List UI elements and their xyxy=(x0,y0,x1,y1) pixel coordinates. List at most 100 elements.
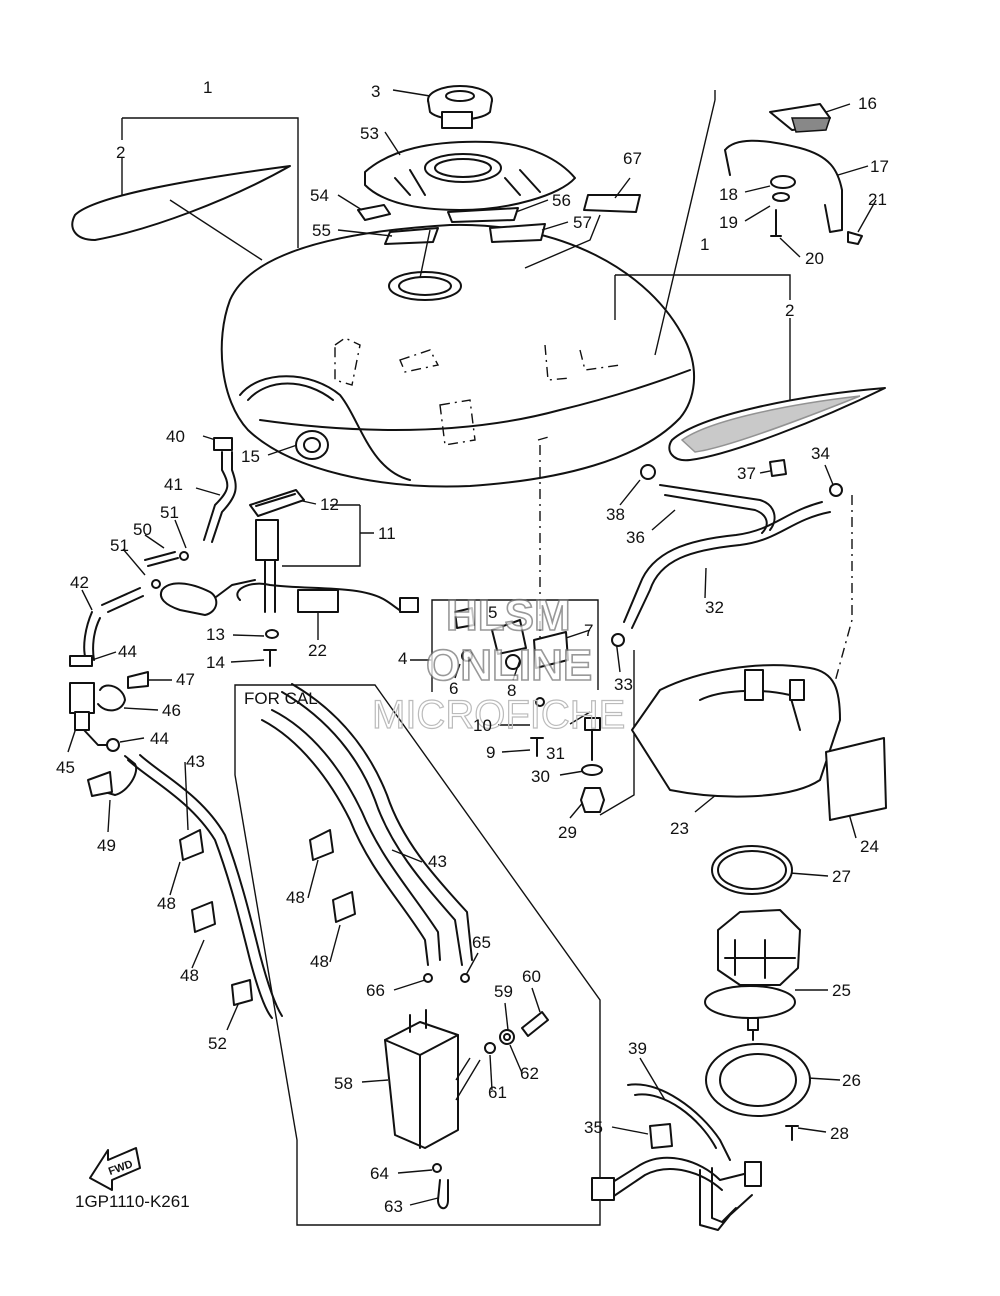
callout-51a: 51 xyxy=(160,503,179,522)
callout-5: 5 xyxy=(488,603,497,622)
callout-46: 46 xyxy=(162,701,181,720)
callout-4: 4 xyxy=(398,649,407,668)
callout-19: 19 xyxy=(719,213,738,232)
callout-67: 67 xyxy=(623,149,642,168)
callout-42: 42 xyxy=(70,573,89,592)
sub-tank xyxy=(631,664,887,895)
callout-66: 66 xyxy=(366,981,385,1000)
callout-14: 14 xyxy=(206,653,225,672)
callout-40: 40 xyxy=(166,427,185,446)
callout-15: 15 xyxy=(241,447,260,466)
callout-62: 62 xyxy=(520,1064,539,1083)
callout-26: 26 xyxy=(842,1071,861,1090)
callout-51b: 51 xyxy=(110,536,129,555)
callout-21: 21 xyxy=(868,190,887,209)
fuel-sender xyxy=(160,489,419,667)
watermark-line1: HLSM xyxy=(446,591,571,640)
callout-44a: 44 xyxy=(118,642,137,661)
for-cal-panel xyxy=(234,683,601,1226)
callout-17: 17 xyxy=(870,157,889,176)
left-side-parts xyxy=(69,551,189,797)
callout-43a: 43 xyxy=(186,752,205,771)
callout-32: 32 xyxy=(705,598,724,617)
callout-1: 1 xyxy=(203,78,212,97)
right-hoses xyxy=(623,459,843,629)
callout-25: 25 xyxy=(832,981,851,1000)
callout-29: 29 xyxy=(558,823,577,842)
callout-10: 10 xyxy=(473,716,492,735)
callout-12: 12 xyxy=(320,495,339,514)
callout-48c: 48 xyxy=(286,888,305,907)
tank-cap xyxy=(427,85,493,129)
callout-48b: 48 xyxy=(180,966,199,985)
fwd-arrow: FWD xyxy=(89,1147,141,1191)
diagram-code: 1GP1110-K261 xyxy=(75,1192,190,1211)
fuel-pump xyxy=(704,909,811,1141)
callout-44b: 44 xyxy=(150,729,169,748)
callout-7: 7 xyxy=(584,621,593,640)
callout-20: 20 xyxy=(805,249,824,268)
callout-18: 18 xyxy=(719,185,738,204)
callout-27: 27 xyxy=(832,867,851,886)
watermark-line2: ONLINE xyxy=(426,641,592,690)
emblem-left xyxy=(71,165,291,241)
callout-2: 2 xyxy=(116,143,125,162)
callout-65: 65 xyxy=(472,933,491,952)
callout-6: 6 xyxy=(449,679,458,698)
callout-3: 3 xyxy=(371,82,380,101)
callout-50: 50 xyxy=(133,520,152,539)
cap-cover xyxy=(364,140,576,211)
callout-9: 9 xyxy=(486,743,495,762)
callout-61: 61 xyxy=(488,1083,507,1102)
emblem-right xyxy=(668,387,886,462)
callout-48d: 48 xyxy=(310,952,329,971)
decals xyxy=(357,194,641,245)
callout-numbers: 1 2 3 53 54 55 56 57 67 16 17 18 19 20 2… xyxy=(56,78,889,1216)
callout-41: 41 xyxy=(164,475,183,494)
callout-34: 34 xyxy=(811,444,830,463)
hoses xyxy=(203,375,411,543)
callout-55: 55 xyxy=(312,221,331,240)
watermark-line3: MICROFICHE xyxy=(372,693,625,737)
callout-30: 30 xyxy=(531,767,550,786)
callout-48a: 48 xyxy=(157,894,176,913)
callout-64: 64 xyxy=(370,1164,389,1183)
callout-31: 31 xyxy=(546,744,565,763)
callout-16: 16 xyxy=(858,94,877,113)
callout-57: 57 xyxy=(573,213,592,232)
callout-24: 24 xyxy=(860,837,879,856)
callout-11: 11 xyxy=(378,524,396,543)
panel-title: FOR CAL xyxy=(244,689,318,708)
return-hose xyxy=(591,1083,762,1231)
callout-22: 22 xyxy=(308,641,327,660)
callout-53: 53 xyxy=(360,124,379,143)
watermark: HLSM ONLINE MICROFICHE xyxy=(371,590,626,737)
callout-43b: 43 xyxy=(428,852,447,871)
callout-60: 60 xyxy=(522,967,541,986)
callout-8: 8 xyxy=(507,681,516,700)
callout-39: 39 xyxy=(628,1039,647,1058)
long-hose-left xyxy=(127,754,283,1019)
callout-47: 47 xyxy=(176,670,195,689)
callout-1b: 1 xyxy=(700,235,709,254)
callout-37: 37 xyxy=(737,464,756,483)
tank-bracket xyxy=(724,103,863,245)
callout-33: 33 xyxy=(614,675,633,694)
callout-13: 13 xyxy=(206,625,225,644)
callout-23: 23 xyxy=(670,819,689,838)
fuel-tank xyxy=(220,223,696,488)
callout-56: 56 xyxy=(552,191,571,210)
callout-59: 59 xyxy=(494,982,513,1001)
callout-49: 49 xyxy=(97,836,116,855)
callout-54: 54 xyxy=(310,186,329,205)
callout-45: 45 xyxy=(56,758,75,777)
callout-52: 52 xyxy=(208,1034,227,1053)
callout-58: 58 xyxy=(334,1074,353,1093)
leader-lines xyxy=(67,89,877,1135)
callout-2b: 2 xyxy=(785,301,794,320)
callout-35: 35 xyxy=(584,1118,603,1137)
panel-leaders xyxy=(307,849,541,1206)
hardware-center xyxy=(454,607,625,813)
callout-63: 63 xyxy=(384,1197,403,1216)
